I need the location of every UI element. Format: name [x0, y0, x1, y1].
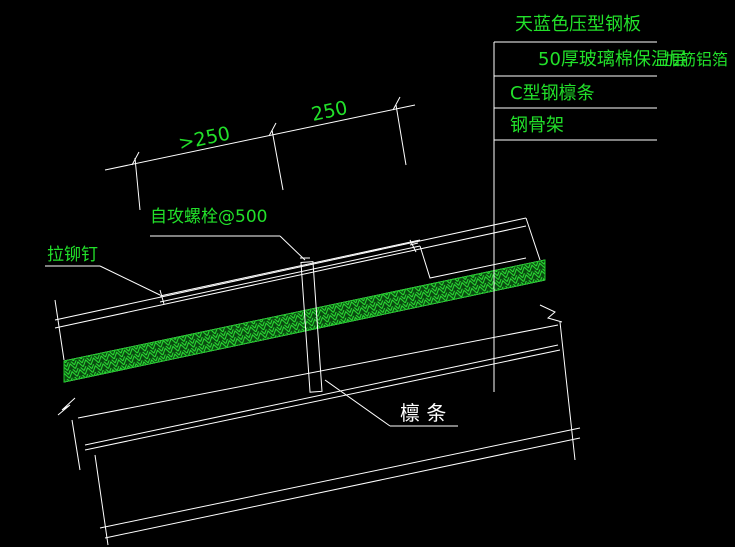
slab-end-left: [54, 299, 65, 361]
callout-label-frame: 钢骨架: [510, 115, 564, 136]
purlin-section: [45, 235, 458, 427]
dimension-tick-left: [131, 151, 140, 166]
purlin-bottom-line: [84, 349, 561, 451]
dimension-extension-right: [395, 104, 407, 166]
break-mark-left: [57, 397, 76, 416]
dimension-extension-middle: [271, 129, 284, 191]
frame-bottom-line: [104, 437, 581, 539]
annotation-self-tapping-bolt: 自攻螺栓@500: [150, 207, 267, 227]
rivet-leader: [99, 265, 161, 296]
dimension-tick-right: [392, 96, 401, 111]
insulation-band: [63, 259, 546, 383]
callout-label-foil: 加筋铝箔: [664, 50, 728, 69]
rib-step: [409, 242, 419, 246]
callout-box: [493, 41, 657, 392]
purlin-inner-line: [84, 344, 559, 446]
callout-label-insulation: 50厚玻璃棉保温层: [538, 49, 687, 70]
annotation-purlin: 檩 条: [400, 401, 446, 425]
dimension-label-left: >250: [176, 123, 232, 155]
roof-layers: [54, 217, 581, 546]
steel-sheet-bottom-line: [54, 225, 527, 329]
purlin-top-line: [77, 324, 559, 419]
bolt-leader-diagonal: [279, 235, 306, 261]
break-mark-right: [539, 304, 563, 323]
callout-label-steel-sheet: 天蓝色压型钢板: [515, 14, 641, 35]
dimension-group: [104, 96, 416, 211]
annotation-rivet: 拉铆钉: [47, 245, 98, 265]
frame-end-right: [559, 321, 576, 461]
steel-sheet-rib-bottom: [159, 245, 421, 303]
dimension-tick-middle: [268, 122, 277, 137]
slab-end-left-lower: [71, 419, 81, 471]
callout-label-purlin: C型钢檩条: [510, 83, 595, 104]
dimension-extension-left: [134, 157, 141, 211]
steel-sheet-rib-top: [159, 239, 421, 297]
frame-top-line: [99, 427, 581, 529]
purlin-leader-diagonal: [324, 379, 391, 427]
frame-end-left: [94, 454, 109, 546]
dimension-line: [104, 104, 416, 171]
purlin-profile: [300, 261, 323, 393]
steel-sheet-top-line: [54, 217, 527, 321]
rivet-mark: [159, 289, 165, 305]
slab-end-right-top: [525, 217, 541, 261]
dimension-label-right: 250: [309, 97, 349, 126]
rivet-mark-right: [409, 239, 417, 253]
